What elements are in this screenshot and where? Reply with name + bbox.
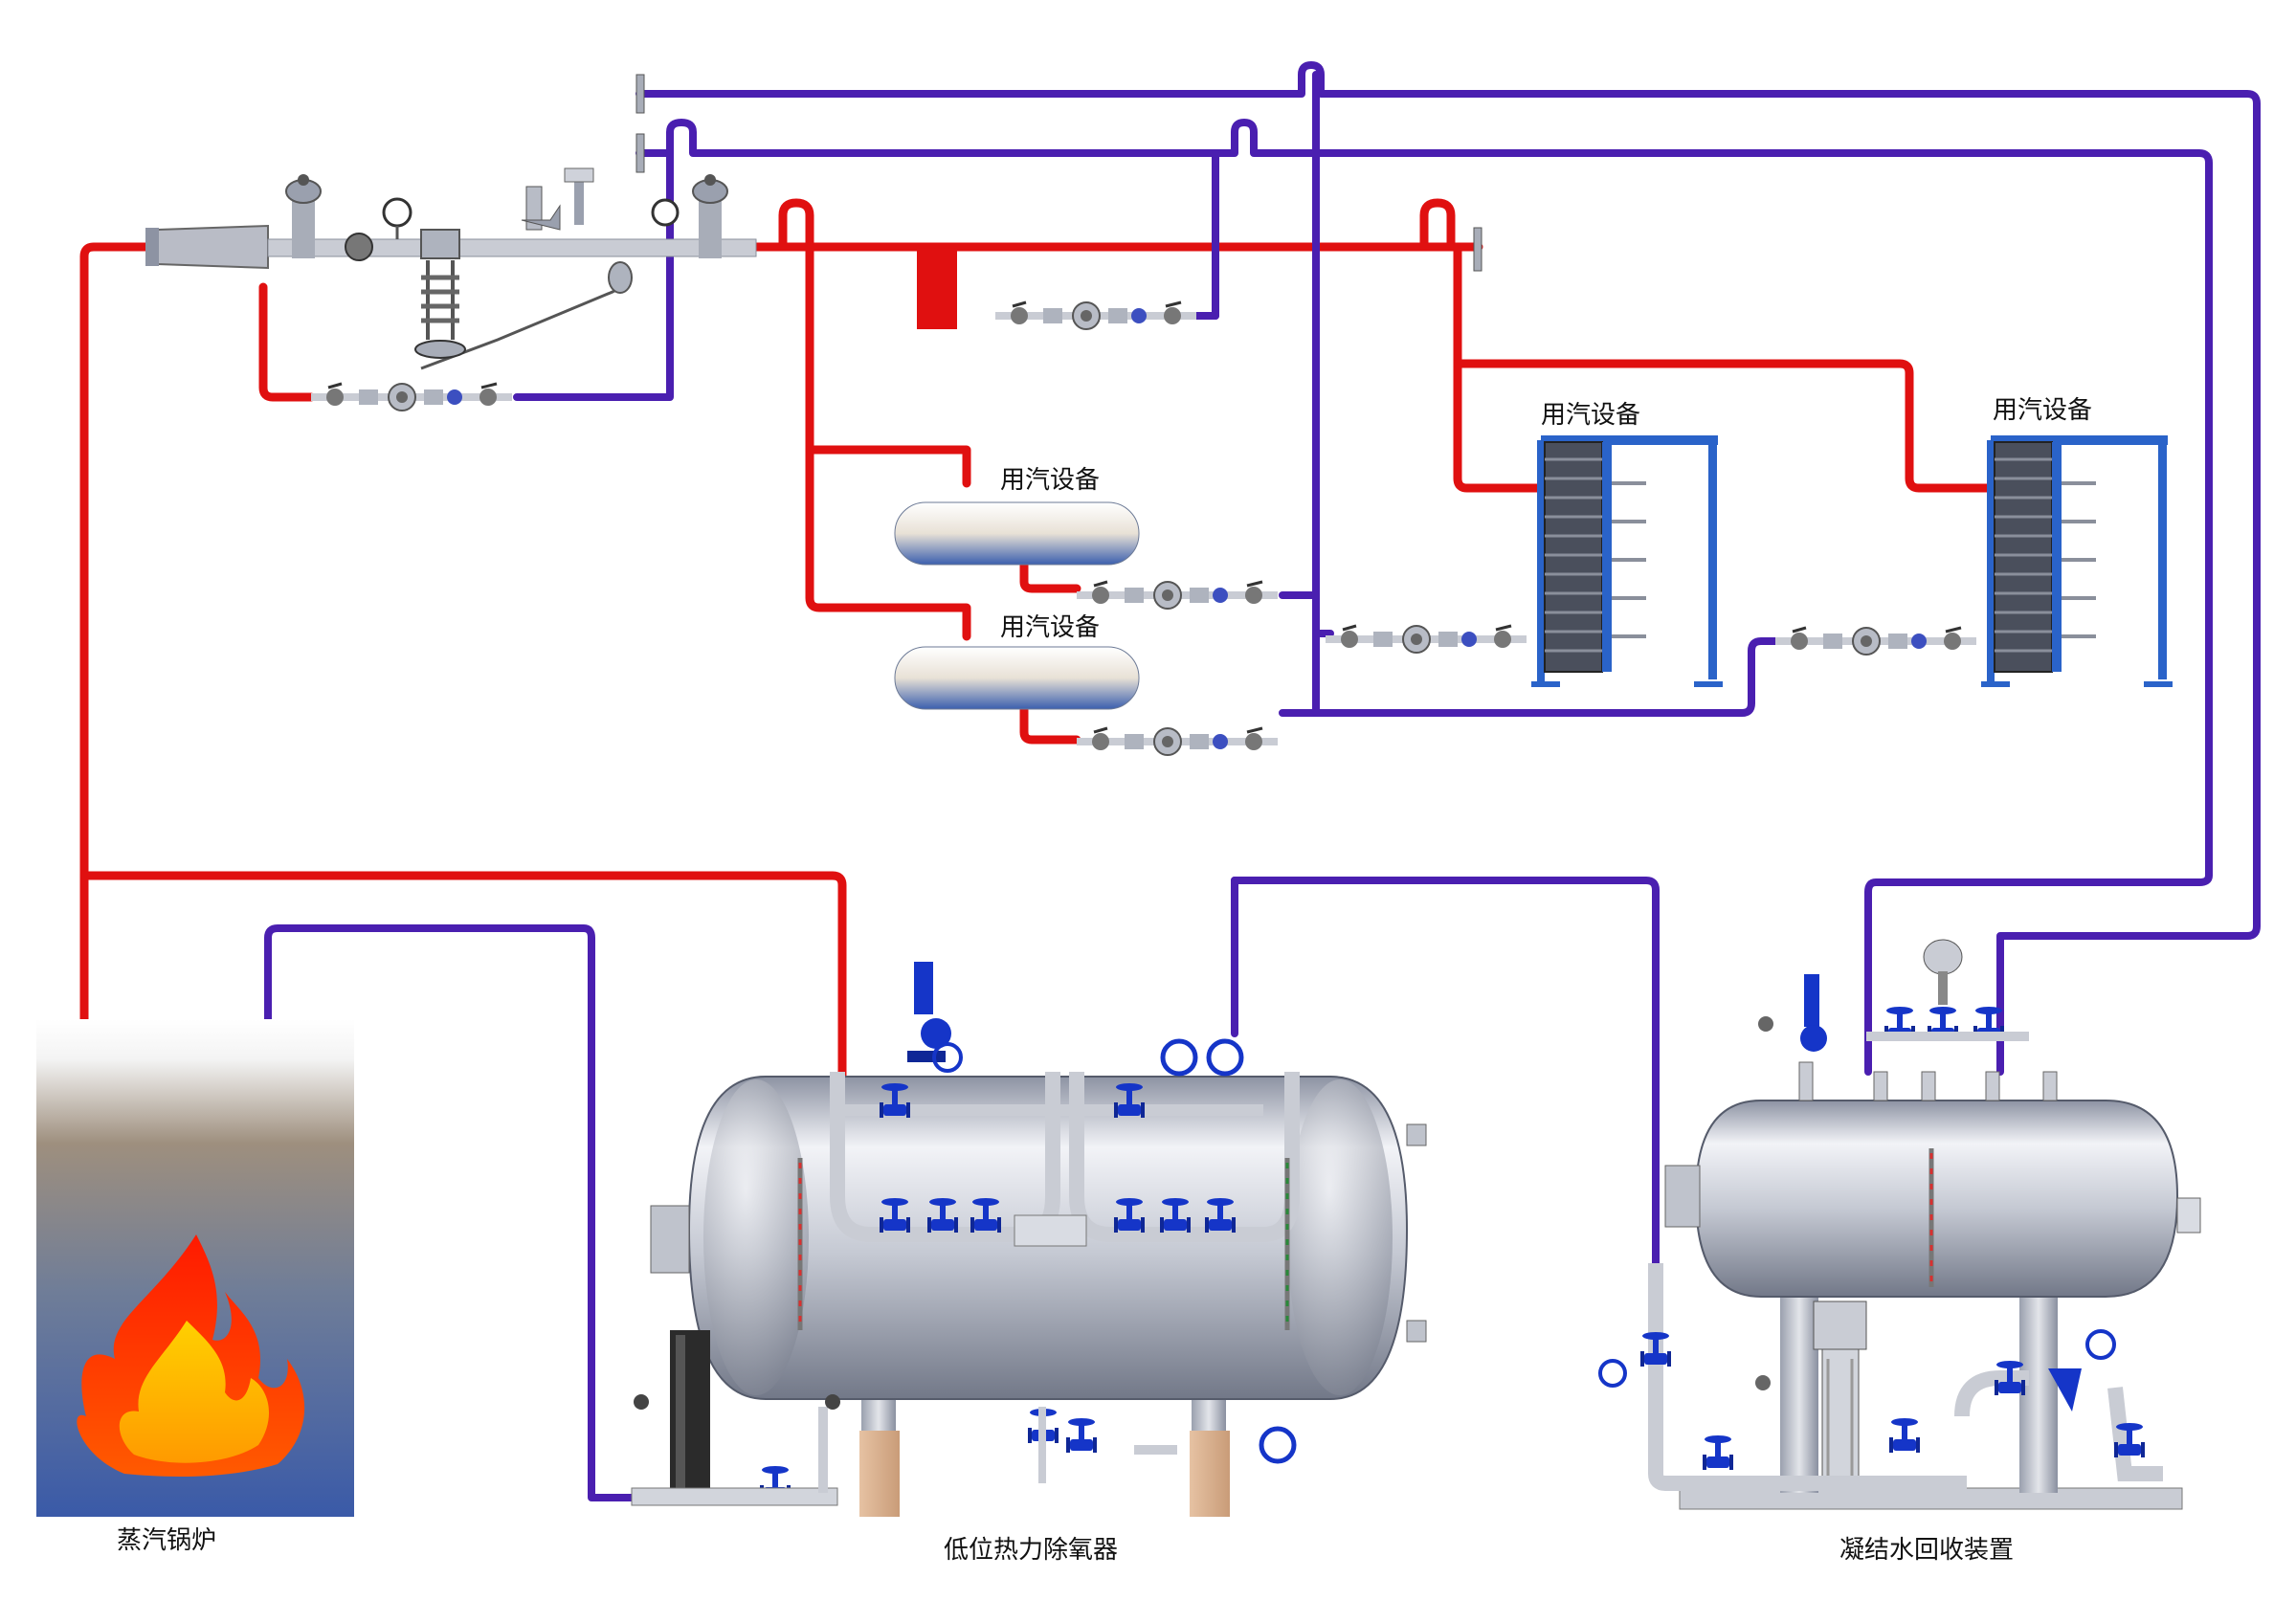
- safety-valve-icon: [1800, 974, 1827, 1052]
- steam-boiler: 蒸汽锅炉: [36, 1019, 354, 1555]
- equipment-label-1: 用汽设备: [1000, 466, 1100, 495]
- safety-valve-icon: [907, 962, 951, 1062]
- equipment-label-2: 用汽设备: [1000, 613, 1100, 642]
- equipment-label-3: 用汽设备: [1541, 401, 1640, 430]
- handwheel-icon: [1598, 1329, 2116, 1388]
- trap-set-drum-1: [1075, 580, 1280, 611]
- condensate-pump: [1813, 1301, 1867, 1489]
- steam-pipes: [79, 198, 1995, 1081]
- steam-equipment-drum-1: 用汽设备: [894, 466, 1140, 566]
- valve-icon: [1703, 1435, 1733, 1470]
- recovery-label: 凝结水回收装置: [1839, 1536, 2014, 1565]
- trap-set-separator: [993, 300, 1198, 331]
- deaerator: 低位热力除氧器: [631, 962, 1427, 1565]
- deaerator-label: 低位热力除氧器: [944, 1536, 1118, 1565]
- flame-icon: [77, 1234, 305, 1477]
- condensate-recovery-unit: 凝结水回收装置: [1598, 939, 2201, 1565]
- plate-heat-exchanger-1: 用汽设备: [1531, 401, 1723, 687]
- pressure-reducing-station: [145, 74, 1482, 359]
- feed-pump: [631, 1330, 840, 1506]
- valve-icon: [1640, 1332, 1671, 1367]
- trap-set-drum-2: [1075, 726, 1280, 757]
- handwheel-icon: [932, 1038, 1297, 1464]
- valve-icon: [1889, 1418, 1920, 1453]
- trap-set-hx-2: [1773, 626, 1978, 656]
- steam-equipment-drum-2: 用汽设备: [894, 613, 1140, 710]
- trap-set-hx-1: [1324, 624, 1528, 655]
- condensate-pipes: [264, 61, 2261, 1501]
- trap-set-bypass: [309, 382, 514, 412]
- boiler-label: 蒸汽锅炉: [117, 1526, 216, 1555]
- air-actuator-icon: [1923, 939, 1963, 1005]
- plate-heat-exchanger-2: 用汽设备: [1981, 396, 2173, 687]
- steam-separator: [917, 247, 957, 329]
- valve-icon: [1066, 1418, 1097, 1453]
- strainer-icon: [2048, 1368, 2082, 1412]
- equipment-label-4: 用汽设备: [1993, 396, 2092, 425]
